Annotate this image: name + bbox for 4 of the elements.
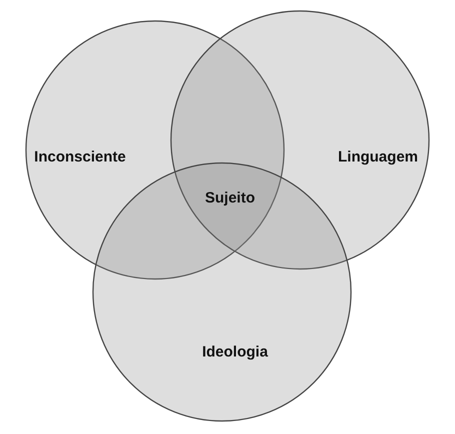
circle-label: Ideologia (202, 344, 268, 360)
circle-label: Linguagem (338, 148, 418, 166)
intersection-label: Sujeito (205, 190, 255, 206)
circle-label: Inconsciente (34, 148, 126, 166)
